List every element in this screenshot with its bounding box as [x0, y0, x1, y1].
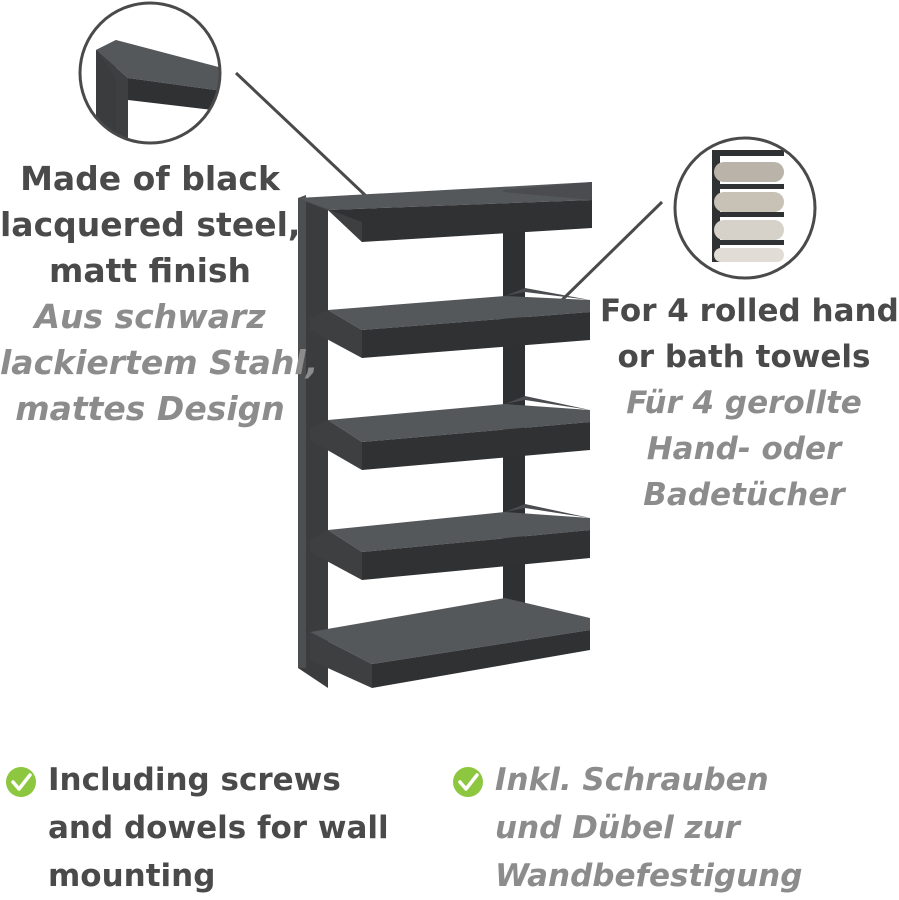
check-circle-icon [6, 767, 36, 797]
towels-callout: For 4 rolled hand or bath towels Für 4 g… [600, 288, 899, 518]
rack-rung [310, 504, 590, 580]
material-callout: Made of black lacquered steel, matt fini… [0, 156, 319, 432]
mounting-feature-en: Including screws and dowels for wall mou… [48, 756, 438, 900]
towel-rack [298, 182, 592, 688]
mounting-feature-de: Inkl. Schrauben und Dübel zur Wandbefest… [495, 756, 885, 900]
check-circle-icon [453, 767, 483, 797]
material-en-line: matt finish [48, 251, 252, 290]
mounting-en-line: mounting [48, 858, 216, 894]
rack-rung [310, 396, 590, 470]
material-en-line: Made of black [20, 159, 280, 198]
towels-de-line: Hand- oder [646, 431, 842, 467]
material-de-line: Aus schwarz [34, 297, 266, 336]
rack-rung [310, 598, 590, 688]
mounting-en-line: and dowels for wall [48, 810, 389, 846]
leader-line-material [234, 71, 385, 214]
material-en-line: lacquered steel, [0, 205, 301, 244]
material-de-text: Aus schwarz lackiertem Stahl, mattes Des… [0, 294, 319, 432]
mounting-en-line: Including screws [48, 762, 341, 798]
mounting-de-line: Wandbefestigung [495, 858, 803, 894]
towels-en-line: For 4 rolled hand [600, 293, 899, 329]
towels-de-text: Für 4 gerollte Hand- oder Badetücher [600, 380, 888, 518]
material-de-line: lackiertem Stahl, [0, 343, 319, 382]
towels-en-line: or bath towels [617, 339, 871, 375]
rack-rung [310, 288, 590, 358]
towels-en-text: For 4 rolled hand or bath towels [600, 288, 899, 380]
mounting-de-line: Inkl. Schrauben [495, 762, 769, 798]
towels-de-line: Für 4 gerollte [626, 385, 862, 421]
material-de-line: mattes Design [15, 389, 285, 428]
towels-in-use-zoom [673, 136, 817, 280]
rack-rung [298, 182, 592, 242]
towels-de-line: Badetücher [643, 477, 845, 513]
leader-line-towels [560, 200, 664, 302]
mounting-de-line: und Dübel zur [495, 810, 740, 846]
material-en-text: Made of black lacquered steel, matt fini… [0, 156, 300, 294]
corner-detail-zoom [78, 1, 222, 145]
